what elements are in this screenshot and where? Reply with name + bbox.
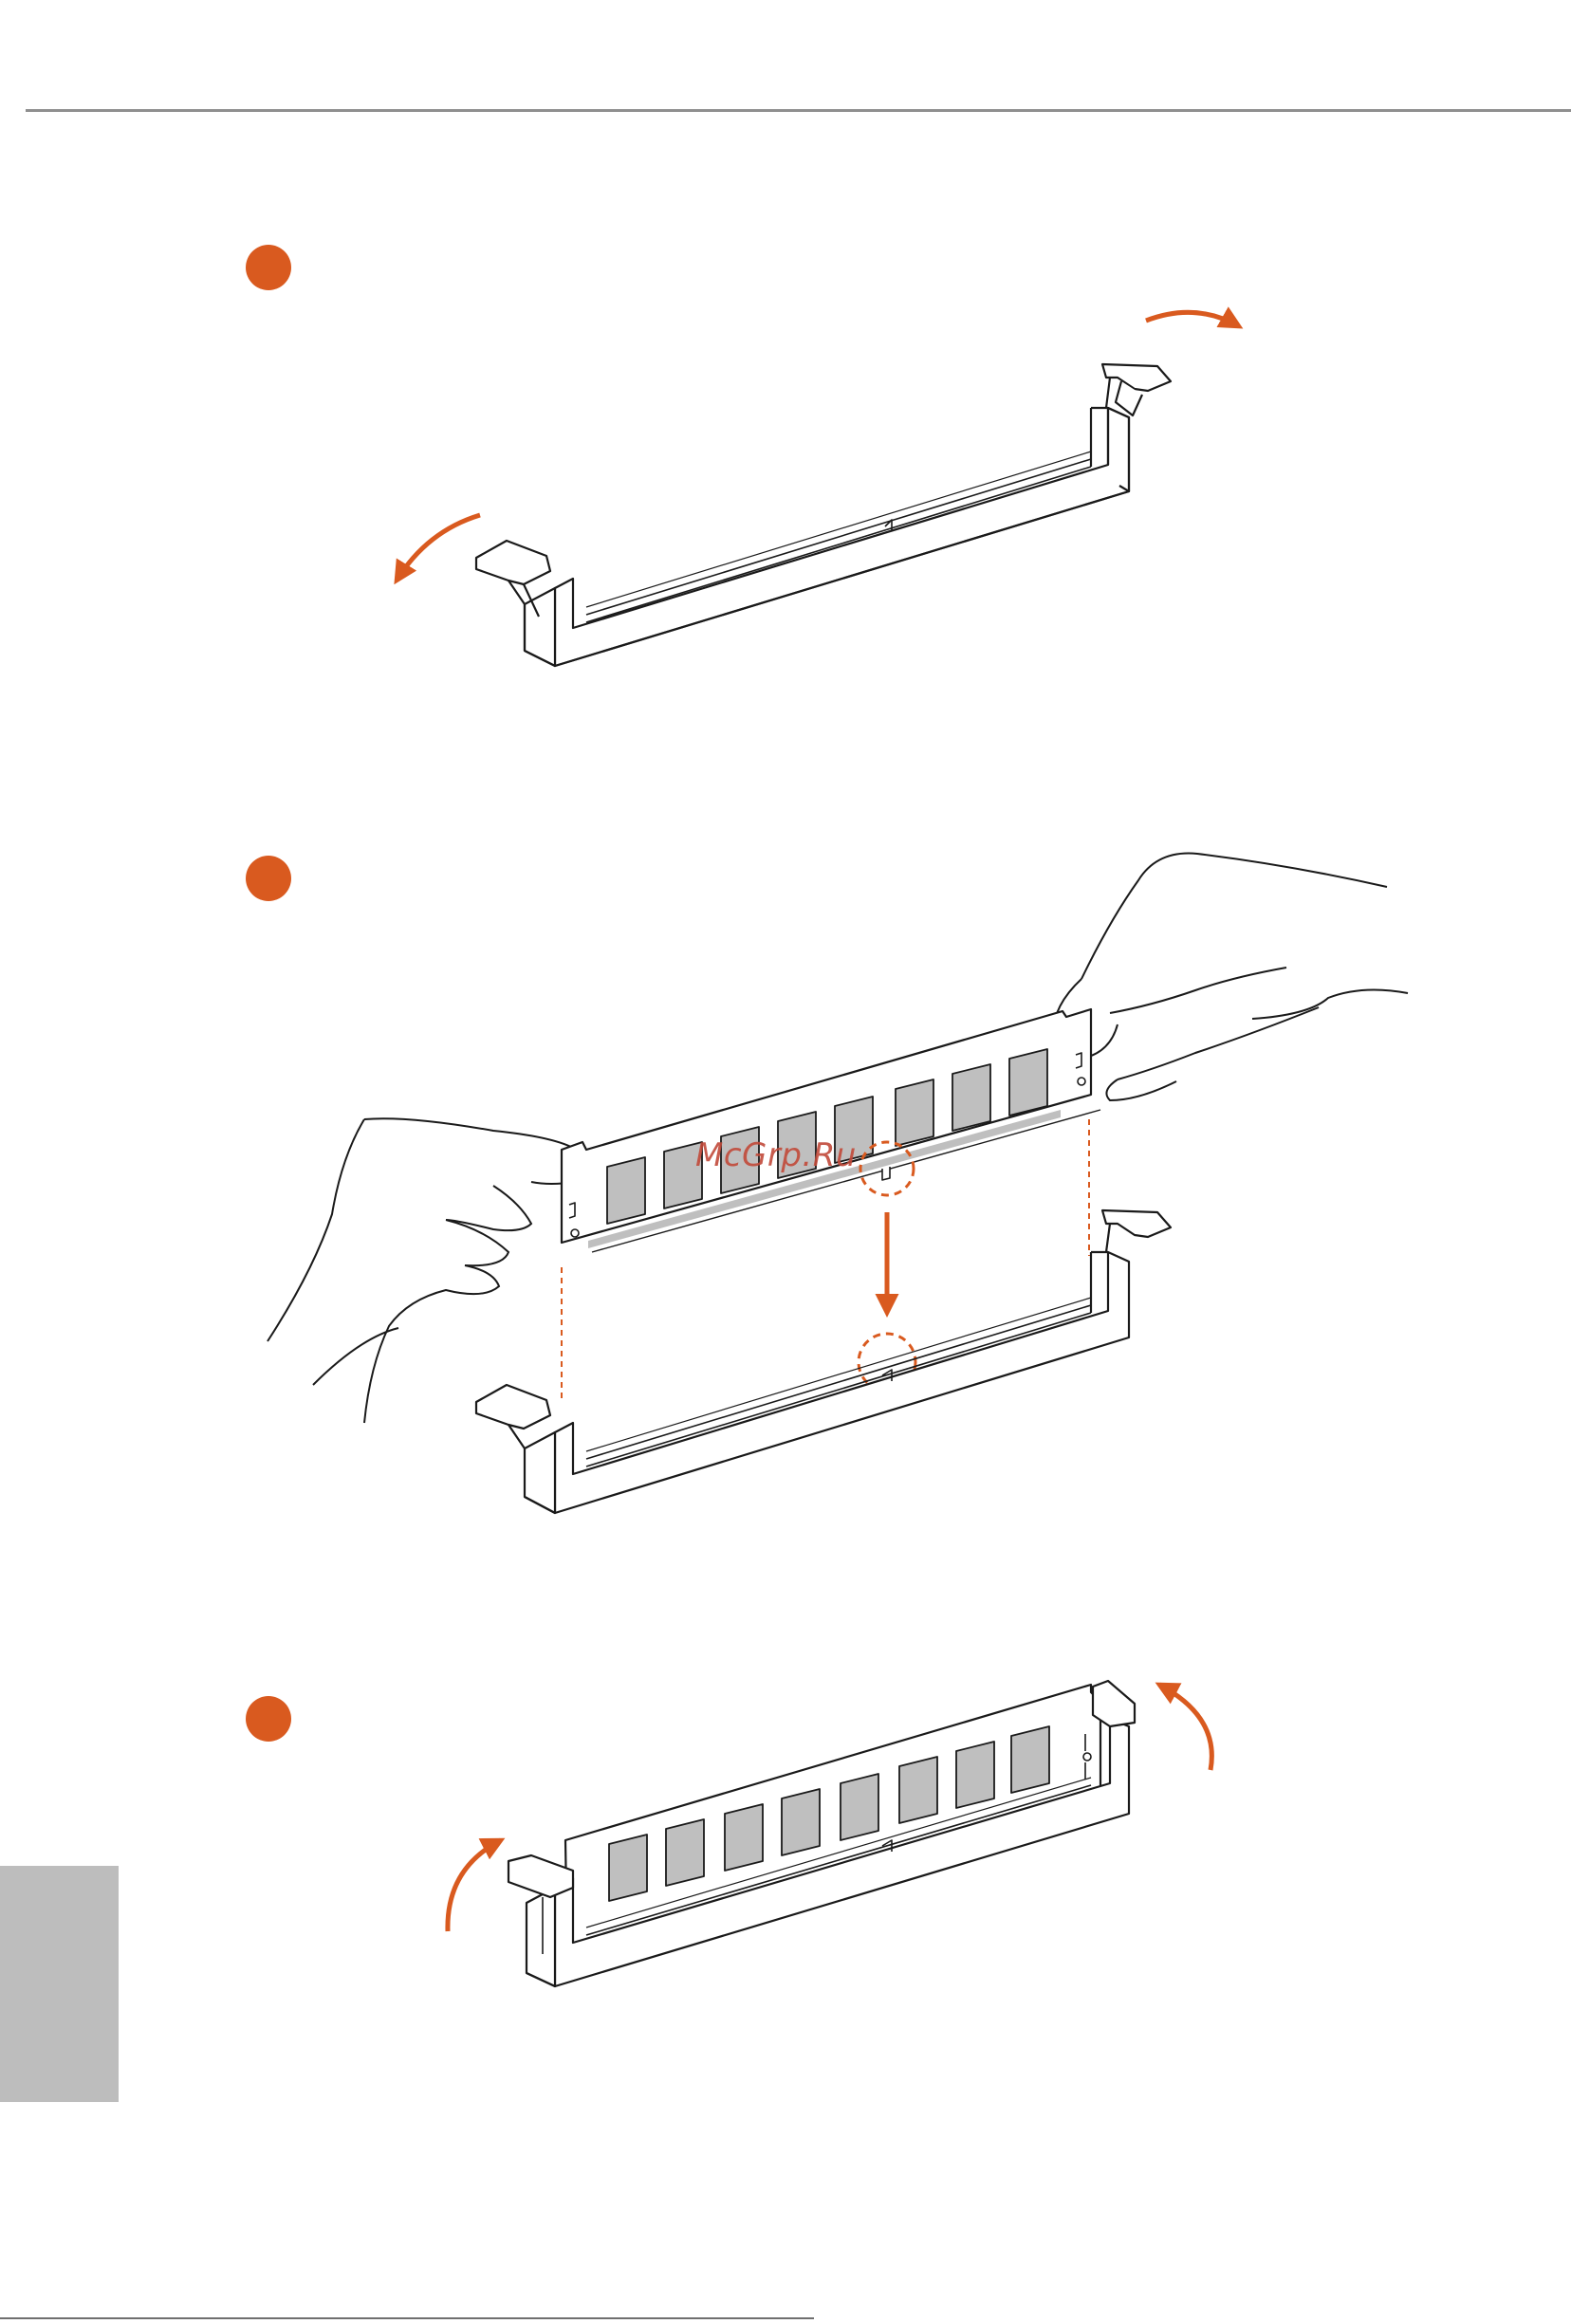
step-3-installed-module xyxy=(508,1681,1135,1986)
step-3-arrow-right xyxy=(1159,1685,1211,1770)
memory-module xyxy=(562,1009,1100,1252)
step-1-dimm-slot xyxy=(476,364,1171,666)
step-1-arrow-left xyxy=(397,515,480,581)
hand-right xyxy=(1053,854,1408,1100)
watermark-text: McGrp.Ru xyxy=(695,1136,857,1174)
step-1-arrow-right xyxy=(1146,312,1239,326)
step-3-arrow-left xyxy=(448,1840,501,1931)
step-2-dimm-slot xyxy=(476,1210,1171,1513)
footer-rule xyxy=(0,2317,814,2319)
hand-left xyxy=(268,1118,582,1423)
